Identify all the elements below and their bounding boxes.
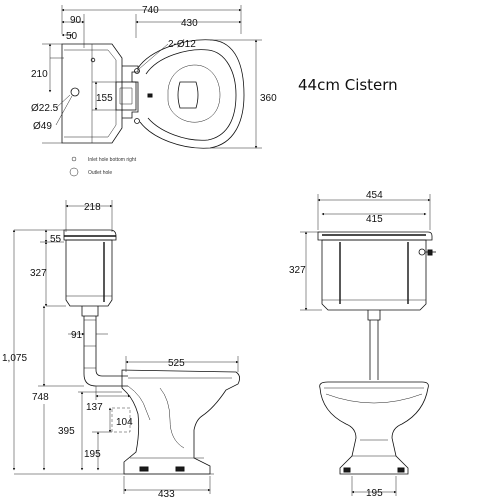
drawing-title: 44cm Cistern [298, 76, 398, 94]
top-bowl-width-label: 430 [181, 18, 198, 29]
legend-outlet-label: Outlet hole [88, 170, 112, 176]
top-bracket-height-label: 155 [96, 93, 113, 104]
top-inlet-dia-label: Ø22.5 [31, 103, 59, 114]
side-cistern-height-label: 327 [30, 268, 47, 279]
top-view: 740 90 50 430 210 Ø22.5 Ø49 155 [31, 5, 277, 177]
side-view: 218 55 327 1,075 91 [2, 200, 240, 500]
front-cistern-body [321, 239, 427, 311]
side-lid-height-label: 55 [50, 234, 62, 245]
top-outlet-dia-label: Ø49 [33, 121, 52, 132]
side-flush-pipe-offset-label: 91 [71, 330, 83, 341]
top-cistern-offset-label: 90 [70, 15, 82, 26]
top-bowl-outline [137, 39, 245, 149]
front-view: 454 415 327 1 [289, 190, 436, 499]
side-pan-outline [121, 369, 240, 475]
side-cistern-lid [63, 229, 117, 241]
side-cistern-body [65, 239, 113, 307]
front-overall-width-label: 454 [366, 190, 383, 201]
top-hole-offset-label: 50 [66, 31, 78, 42]
inlet-hole-icon [90, 57, 96, 63]
front-pan-outline [319, 381, 429, 475]
front-cistern-height-label: 327 [289, 265, 306, 276]
legend-inlet-icon [71, 156, 77, 162]
top-bowl-depth-label: 360 [260, 93, 277, 104]
side-pipe-height-label: 748 [32, 392, 49, 403]
top-overall-width-label: 740 [142, 5, 159, 16]
seat-hole-icon [134, 68, 140, 74]
legend-inlet-label: Inlet hole bottom right [88, 157, 137, 163]
top-cistern-depth-label: 210 [31, 69, 48, 80]
legend-outlet-icon [69, 167, 79, 177]
front-base-width-label: 195 [366, 488, 383, 499]
side-flush-pipe [83, 316, 128, 387]
side-cistern-depth-label: 218 [84, 202, 101, 213]
outlet-hole-icon [70, 87, 80, 97]
front-cistern-lid [317, 231, 433, 241]
side-outlet-height-label: 104 [116, 417, 133, 428]
side-pan-height-label: 395 [58, 426, 75, 437]
top-pan-outlet [177, 81, 199, 109]
side-base-length-label: 433 [158, 489, 175, 500]
front-body-width-label: 415 [366, 214, 383, 225]
side-overall-height-label: 1,075 [2, 353, 27, 364]
side-outlet-floor-label: 195 [84, 449, 101, 460]
seat-hole-icon [134, 118, 140, 124]
top-seat-holes-label: 2-Ø12 [168, 39, 196, 50]
side-outlet-offset-label: 137 [86, 402, 103, 413]
side-pan-length-label: 525 [168, 358, 185, 369]
